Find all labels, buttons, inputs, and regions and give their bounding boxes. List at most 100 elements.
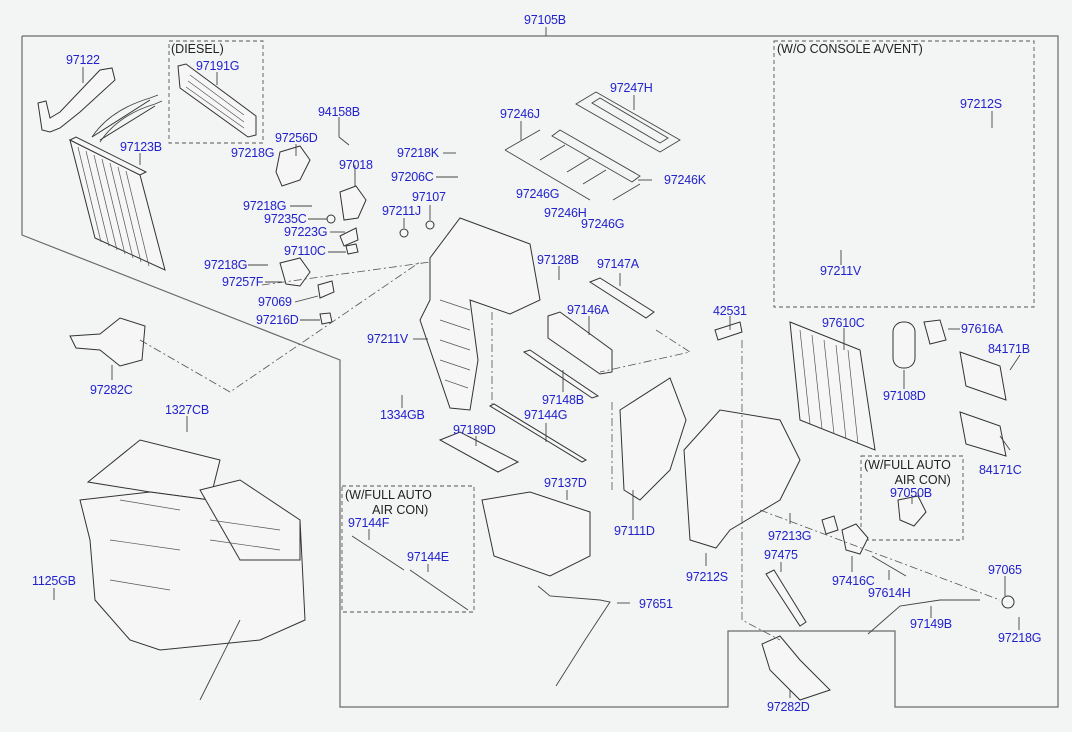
part-label-97018[interactable]: 97018 xyxy=(339,158,373,172)
part-label-97149b[interactable]: 97149B xyxy=(910,617,952,631)
group-label-full-auto-2: (W/FULL AUTO AIR CON) xyxy=(864,458,951,487)
part-label-97223g[interactable]: 97223G xyxy=(284,225,328,239)
part-label-97282d[interactable]: 97282D xyxy=(767,700,810,714)
part-label-97144e[interactable]: 97144E xyxy=(407,550,449,564)
seal-set-drawing xyxy=(504,91,681,201)
assembly-frame xyxy=(21,27,1059,708)
part-label-97213g[interactable]: 97213G xyxy=(768,529,812,543)
hose-97149b-drawing xyxy=(867,599,980,635)
part-label-97211v[interactable]: 97211V xyxy=(820,264,861,278)
part-label-97137d[interactable]: 97137D xyxy=(544,476,587,490)
part-label-97110c[interactable]: 97110C xyxy=(284,244,326,258)
clip-97107-drawing xyxy=(425,220,435,230)
clip-97216d-drawing xyxy=(319,312,333,325)
part-label-42531[interactable]: 42531 xyxy=(713,304,747,318)
part-label-97191g[interactable]: 97191G xyxy=(196,59,240,73)
clip-97069-drawing xyxy=(317,280,335,299)
duct-97282d-drawing xyxy=(761,635,831,701)
part-label-97218g[interactable]: 97218G xyxy=(231,146,275,160)
screw-94158b-drawing xyxy=(338,136,350,146)
hvac-assembly-drawing xyxy=(79,439,306,701)
duct-97282c-drawing xyxy=(69,317,146,367)
assembly-guides xyxy=(139,261,1001,641)
part-label-97416c[interactable]: 97416C xyxy=(832,574,875,588)
part-label-97246k[interactable]: 97246K xyxy=(664,173,706,187)
part-label-84171b[interactable]: 84171B xyxy=(988,342,1030,356)
door-97148b-drawing xyxy=(522,349,600,399)
part-label-97108d[interactable]: 97108D xyxy=(883,389,926,403)
part-label-97218g[interactable]: 97218G xyxy=(204,258,248,272)
heater-core-drawing xyxy=(68,94,166,271)
part-label-97614h[interactable]: 97614H xyxy=(868,586,911,600)
part-label-97211j[interactable]: 97211J xyxy=(382,204,421,218)
part-label-97189d[interactable]: 97189D xyxy=(453,423,496,437)
part-label-97216d[interactable]: 97216D xyxy=(256,313,299,327)
part-label-97475[interactable]: 97475 xyxy=(764,548,798,562)
tray-97137d-drawing xyxy=(481,491,591,577)
door-97146a-drawing xyxy=(547,311,613,375)
part-label-97144g[interactable]: 97144G xyxy=(524,408,568,422)
actuator-97018-drawing xyxy=(339,185,367,221)
part-label-97065[interactable]: 97065 xyxy=(988,563,1022,577)
part-label-97212s[interactable]: 97212S xyxy=(960,97,1002,111)
clamp-97065-drawing xyxy=(1001,595,1015,609)
part-label-97235c[interactable]: 97235C xyxy=(264,212,307,226)
part-label-97246g[interactable]: 97246G xyxy=(516,187,560,201)
pad-84171b-drawing xyxy=(959,351,1007,401)
part-label-97246j[interactable]: 97246J xyxy=(500,107,540,121)
part-label-97257f[interactable]: 97257F xyxy=(222,275,264,289)
wo-console-group-box xyxy=(773,40,1035,308)
housing-97211v-drawing xyxy=(419,217,541,411)
part-label-97218k[interactable]: 97218K xyxy=(397,146,439,160)
group-label-wo-console: (W/O CONSOLE A/VENT) xyxy=(777,42,923,56)
part-label-97069[interactable]: 97069 xyxy=(258,295,292,309)
bracket-42531-drawing xyxy=(714,321,743,341)
part-label-94158b[interactable]: 94158B xyxy=(318,105,360,119)
part-label-97128b[interactable]: 97128B xyxy=(537,253,579,267)
part-label-97247h[interactable]: 97247H xyxy=(610,81,653,95)
part-label-97206c[interactable]: 97206C xyxy=(391,170,434,184)
bracket-97122-drawing xyxy=(37,67,116,133)
part-label-97246h[interactable]: 97246H xyxy=(544,206,587,220)
part-label-84171c[interactable]: 84171C xyxy=(979,463,1022,477)
bushing-97211j-drawing xyxy=(399,228,409,238)
lever-97223g-drawing xyxy=(339,227,359,247)
part-label-97616a[interactable]: 97616A xyxy=(961,322,1003,336)
part-label-97246g[interactable]: 97246G xyxy=(581,217,625,231)
part-label-97111d[interactable]: 97111D xyxy=(614,524,655,538)
part-label-97610c[interactable]: 97610C xyxy=(822,316,865,330)
case-97111d-drawing xyxy=(619,377,687,501)
part-label-97148b[interactable]: 97148B xyxy=(542,393,584,407)
full-auto-group-box-1 xyxy=(341,485,475,613)
block-97616a-drawing xyxy=(923,319,947,345)
part-label-97282c[interactable]: 97282C xyxy=(90,383,133,397)
part-label-97050b[interactable]: 97050B xyxy=(890,486,932,500)
part-label-97218g[interactable]: 97218G xyxy=(243,199,287,213)
evaporator-drawing xyxy=(789,321,876,451)
part-label-97218g[interactable]: 97218G xyxy=(998,631,1042,645)
duct-97189d-drawing xyxy=(438,431,520,473)
part-label-97212s[interactable]: 97212S xyxy=(686,570,728,584)
part-label-97107[interactable]: 97107 xyxy=(412,190,446,204)
actuator-97416c-drawing xyxy=(841,523,869,555)
part-label-97147a[interactable]: 97147A xyxy=(597,257,639,271)
part-label-1327cb[interactable]: 1327CB xyxy=(165,403,209,417)
part-label-97256d[interactable]: 97256D xyxy=(275,131,318,145)
part-label-97146a[interactable]: 97146A xyxy=(567,303,609,317)
pad-84171c-drawing xyxy=(959,411,1007,457)
hose-97475-drawing xyxy=(765,569,807,627)
part-label-97105b[interactable]: 97105B xyxy=(524,13,566,27)
full-auto-group-box-2 xyxy=(860,455,964,541)
part-label-97144f[interactable]: 97144F xyxy=(348,516,390,530)
part-label-97651[interactable]: 97651 xyxy=(639,597,673,611)
group-label-full-auto-1: (W/FULL AUTO AIR CON) xyxy=(345,488,432,517)
clip-97213g-drawing xyxy=(821,515,839,535)
part-label-97122[interactable]: 97122 xyxy=(66,53,100,67)
part-label-97211v[interactable]: 97211V xyxy=(367,332,408,346)
shafts-97144f-e-drawing xyxy=(351,535,469,611)
part-label-1334gb[interactable]: 1334GB xyxy=(380,408,425,422)
part-label-1125gb[interactable]: 1125GB xyxy=(32,574,76,588)
part-label-97123b[interactable]: 97123B xyxy=(120,140,162,154)
